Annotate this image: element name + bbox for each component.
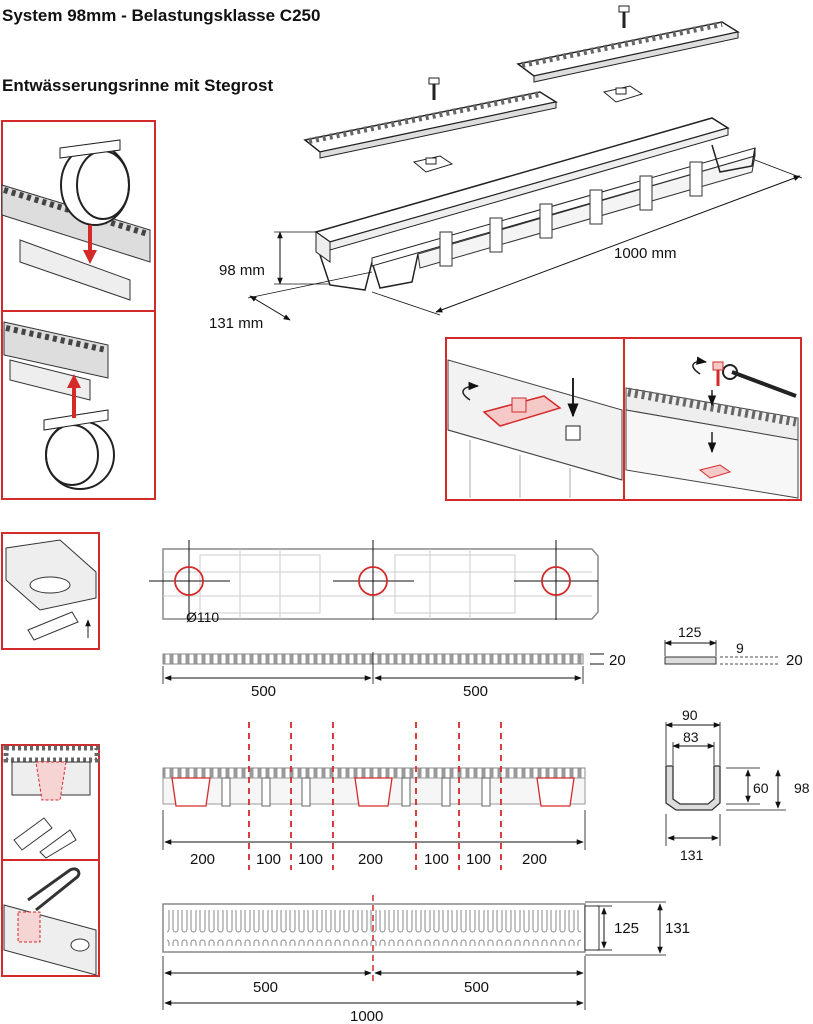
inner-top-label: 83 (683, 729, 699, 745)
segment-label: 200 (358, 851, 383, 868)
connector-top-icon (1, 139, 151, 301)
grate-right-label: 500 (463, 683, 488, 700)
connector-top-panel (1, 120, 156, 312)
outer-width-label: 131 (665, 920, 690, 937)
end-cap-icon (5, 539, 97, 641)
segment-label: 200 (522, 851, 547, 868)
lock-clip-detail-icon (3, 867, 97, 976)
lock-clip-icon (412, 85, 644, 173)
segment-label: 100 (298, 851, 323, 868)
grate-side-view: 20 500 500 (162, 652, 626, 700)
page-title: System 98mm - Belastungsklasse C250 (2, 6, 321, 25)
grate-section-width-label: 125 (678, 624, 702, 640)
length-label: 1000 mm (614, 245, 677, 262)
lock-panel (1, 859, 100, 977)
grate-section-gap-label: 9 (736, 640, 744, 656)
inner-height-label: 60 (753, 780, 769, 796)
wrench-icon (722, 364, 797, 398)
perspective-view: 98 mm 131 mm 1000 mm (209, 5, 803, 332)
total-length-label: 1000 (350, 1008, 383, 1024)
grate-section: 125 9 20 (664, 624, 803, 669)
knockout-icon (3, 745, 100, 859)
segment-labels: 200 100 100 200 100 100 200 (190, 851, 547, 868)
width-label: 131 mm (209, 315, 263, 332)
screw-install-panel (623, 337, 802, 501)
inner-width-label: 125 (614, 920, 639, 937)
segment-label: 100 (424, 851, 449, 868)
screw-icon (428, 5, 630, 100)
channel-side-view: 200 100 100 200 100 100 200 (162, 722, 586, 870)
connector-bottom-panel (1, 310, 156, 500)
clip-install-panel (445, 337, 625, 501)
left-half-label: 500 (253, 979, 278, 996)
knockout-panel (1, 744, 100, 861)
channel-cross-section: 90 83 60 98 131 (665, 707, 810, 863)
grate-top-view: 125 131 500 500 1000 (162, 895, 690, 1024)
segment-label: 100 (256, 851, 281, 868)
segment-label: 100 (466, 851, 491, 868)
grate-left-label: 500 (251, 683, 276, 700)
diameter-label: Ø110 (186, 609, 219, 625)
end-cap-panel (1, 532, 100, 650)
total-height-label: 98 (794, 780, 810, 796)
page-subtitle: Entwässerungsrinne mit Stegrost (2, 76, 274, 95)
outer-top-label: 90 (682, 707, 698, 723)
base-width-label: 131 (680, 847, 704, 863)
right-half-label: 500 (464, 979, 489, 996)
segment-label: 200 (190, 851, 215, 868)
height-label: 98 mm (219, 262, 265, 279)
top-view: Ø110 (149, 540, 599, 625)
connector-bottom-icon (3, 321, 115, 490)
grate-left (303, 91, 558, 159)
grate-right (516, 21, 740, 83)
grate-height-label: 20 (609, 652, 626, 669)
grate-section-height-label: 20 (786, 652, 803, 669)
